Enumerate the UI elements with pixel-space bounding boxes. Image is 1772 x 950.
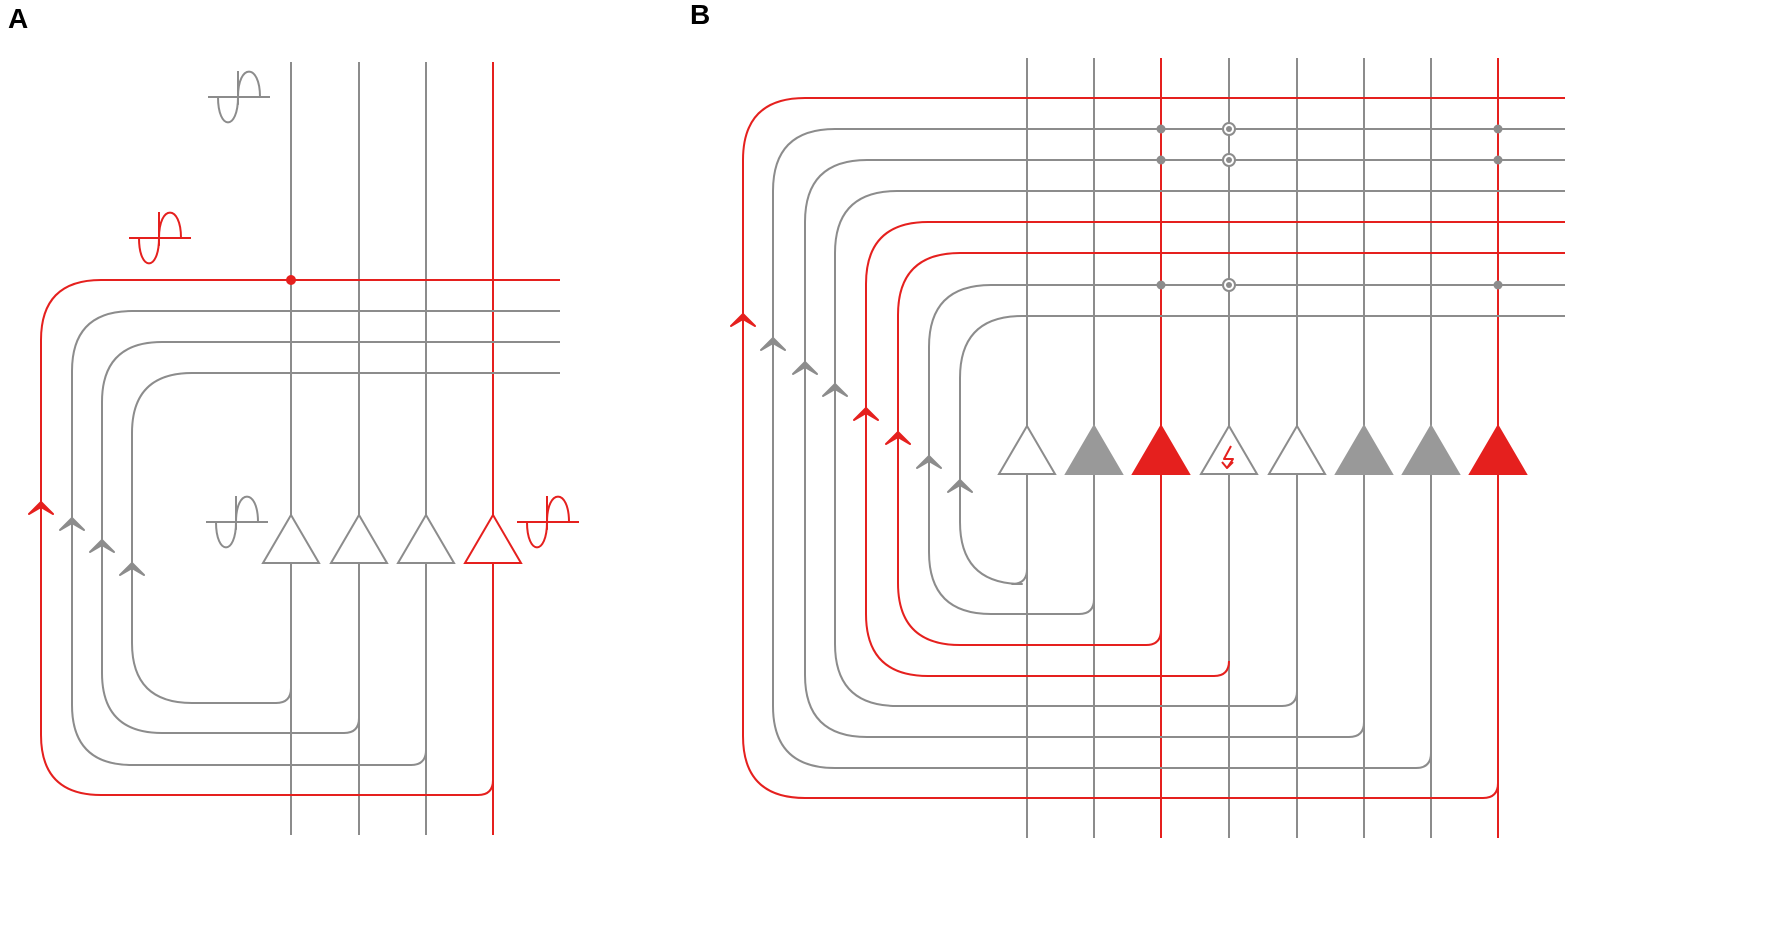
recurrent-loop [772,128,1565,769]
recurrent-loop [71,310,560,766]
arrowhead-icon [885,431,911,445]
synapse-dot [1156,155,1166,165]
arrowhead-icon [730,313,756,327]
synapse-ring-core [1226,282,1232,288]
recurrent-loop [834,190,1565,707]
panel-a [28,62,579,835]
synapse-dot [1493,155,1503,165]
synapse-ring-core [1226,126,1232,132]
recurrent-loop [40,279,560,796]
neuron-triangle [1131,424,1191,475]
arrowhead-icon [59,517,85,531]
neuron-triangle [261,513,321,564]
panel-a-label: A [8,3,28,34]
arrowhead-icon [947,479,973,493]
panel-b-label: B [690,0,710,30]
recurrent-loop [928,284,1565,615]
neuron-triangle [329,513,389,564]
arrowhead-icon [822,383,848,397]
neuron-triangle [463,513,523,564]
recurrent-loop [131,372,560,704]
arrowhead-icon [89,539,115,553]
panel-b [730,58,1565,838]
arrowhead-icon [792,361,818,375]
synapse-dot [286,275,296,285]
recurrent-loop [804,159,1565,738]
stimulation-arrow-icon [1221,461,1234,469]
arrowhead-icon [853,407,879,421]
neuron-triangle [396,513,456,564]
neuron-triangle [1267,424,1327,475]
synapse-dot [1493,124,1503,134]
synapse-ring-core [1226,157,1232,163]
arrowhead-icon [760,337,786,351]
neuron-triangle [1064,424,1124,475]
recurrent-loop [742,97,1565,799]
arrowhead-icon [28,501,54,515]
neuron-triangle [1401,424,1461,475]
recurrent-loop [959,315,1565,585]
neuron-triangle [997,424,1057,475]
neuron-triangle [1468,424,1528,475]
synapse-dot [1156,280,1166,290]
recurrent-loop [101,341,560,734]
synapse-dot [1156,124,1166,134]
stimulation-bolt-icon [1223,445,1234,469]
neuron-triangle [1334,424,1394,475]
arrowhead-icon [916,455,942,469]
arrowhead-icon [119,562,145,576]
recurrent-loop [865,221,1565,677]
synapse-dot [1493,280,1503,290]
recurrent-loop [897,252,1565,646]
